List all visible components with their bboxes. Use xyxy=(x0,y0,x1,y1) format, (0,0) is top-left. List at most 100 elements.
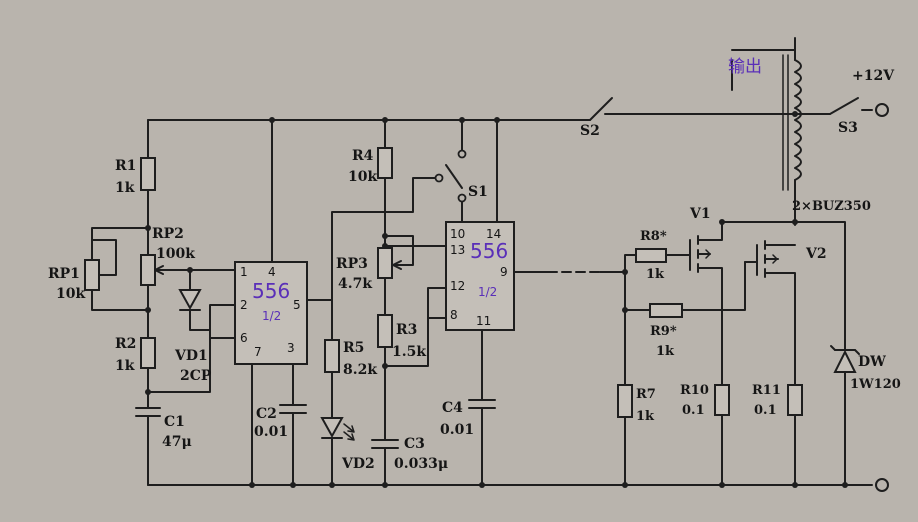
ic1-pin: 3 xyxy=(287,341,295,355)
c1-value: 47μ xyxy=(162,434,192,450)
s2-label: S2 xyxy=(580,123,600,139)
c3-value: 0.033μ xyxy=(394,456,448,472)
diode-vd1: VD1 2CP xyxy=(174,269,212,384)
mosfet-v1: V1 xyxy=(689,206,723,386)
resistor-r8: R8* 1k xyxy=(635,229,691,282)
capacitor-c2: C2 0.01 xyxy=(254,404,307,486)
ic2-fraction: 1/2 xyxy=(478,285,497,299)
r2-name: R2 xyxy=(115,336,136,352)
bottom-rail xyxy=(147,478,889,492)
r4-value: 10k xyxy=(348,169,377,185)
rp3-name: RP3 xyxy=(336,256,368,272)
potentiometer-rp1: RP1 10k xyxy=(48,227,149,311)
r9-name: R9* xyxy=(650,324,677,339)
c2-name: C2 xyxy=(256,406,277,422)
r1-name: R1 xyxy=(115,158,136,174)
vd1-name: VD1 xyxy=(174,348,208,364)
ic1-pin: 1 xyxy=(240,265,248,279)
ic1-556: 556 1/2 1 4 2 5 6 7 3 xyxy=(234,119,333,486)
rp1-value: 10k xyxy=(56,286,85,302)
c2-value: 0.01 xyxy=(254,424,288,440)
vd2-name: VD2 xyxy=(341,456,375,472)
output-coil: 输出 xyxy=(728,37,802,226)
ic2-pin: 10 xyxy=(450,227,465,241)
s1-label: S1 xyxy=(468,184,488,200)
junction-dots xyxy=(145,111,848,488)
resistor-r2: R2 1k xyxy=(115,336,156,409)
potentiometer-rp2: RP2 100k xyxy=(140,226,236,339)
r4-name: R4 xyxy=(352,148,374,164)
vd1-value: 2CP xyxy=(180,368,212,384)
r10-value: 0.1 xyxy=(682,403,705,418)
ic1-name: 556 xyxy=(252,279,290,303)
drain-bus xyxy=(721,221,846,341)
r1-value: 1k xyxy=(115,180,135,196)
resistor-r11: R11 0.1 xyxy=(752,383,803,486)
rp2-name: RP2 xyxy=(152,226,184,242)
r10-name: R10 xyxy=(680,383,709,398)
r11-name: R11 xyxy=(752,383,781,398)
ic2-name: 556 xyxy=(470,239,508,263)
capacitor-c1: C1 47μ xyxy=(135,407,192,486)
v1-label: V1 xyxy=(689,206,711,222)
ic1-pin: 6 xyxy=(240,331,248,345)
ic1-pin: 7 xyxy=(254,345,262,359)
rp1-name: RP1 xyxy=(48,266,80,282)
r8-name: R8* xyxy=(640,229,667,244)
wire-pin2 xyxy=(209,304,236,339)
ic2-pin: 12 xyxy=(450,279,465,293)
r11-value: 0.1 xyxy=(754,403,777,418)
potentiometer-rp3: RP3 4.7k xyxy=(336,235,414,316)
r5-value: 8.2k xyxy=(343,362,377,378)
r7-value: 1k xyxy=(636,409,655,424)
resistor-r5: R5 8.2k xyxy=(324,339,377,419)
wire-pin6 xyxy=(147,337,236,393)
ic2-pin: 11 xyxy=(476,314,491,328)
r3-name: R3 xyxy=(396,322,417,338)
resistor-r4: R4 10k xyxy=(348,119,393,249)
r2-value: 1k xyxy=(115,358,135,374)
ic1-fraction: 1/2 xyxy=(262,309,281,323)
led-vd2: VD2 xyxy=(320,417,375,486)
capacitor-c3: C3 0.033μ xyxy=(371,436,448,486)
rp2-value: 100k xyxy=(156,246,195,262)
mosfet-v2: V2 xyxy=(744,240,827,386)
switch-s3: S3 +12V xyxy=(799,68,895,136)
resistor-r7: R7 1k xyxy=(617,309,656,486)
ic1-pin: 2 xyxy=(240,298,248,312)
switch-s2: S2 xyxy=(580,97,613,139)
r3-value: 1.5k xyxy=(392,344,426,360)
ic2-pin: 13 xyxy=(450,243,465,257)
ic2-556: 556 1/2 10 14 13 9 12 8 11 xyxy=(384,119,515,401)
resistor-r1: R1 1k xyxy=(115,119,156,256)
c4-value: 0.01 xyxy=(440,422,474,438)
s3-label: S3 xyxy=(838,120,858,136)
r7-name: R7 xyxy=(636,387,656,402)
c1-name: C1 xyxy=(164,414,185,430)
v2-label: V2 xyxy=(805,246,827,262)
ic2-pin: 9 xyxy=(500,265,508,279)
c3-name: C3 xyxy=(404,436,425,452)
mosfet-type-label: 2×BUZ350 xyxy=(792,199,871,214)
supply-label: +12V xyxy=(852,68,895,84)
resistor-r9: R9* 1k xyxy=(649,261,746,359)
resistor-r3: R3 1.5k xyxy=(377,287,447,441)
wire-pin9-out xyxy=(513,254,651,311)
dw-name: DW xyxy=(858,354,886,370)
ic1-pin: 5 xyxy=(293,298,301,312)
r8-value: 1k xyxy=(646,267,665,282)
ic1-pin: 4 xyxy=(268,265,276,279)
r5-name: R5 xyxy=(343,340,364,356)
resistor-r10: R10 0.1 xyxy=(680,383,730,486)
rp3-value: 4.7k xyxy=(338,276,372,292)
dw-value: 1W120 xyxy=(850,377,901,392)
ic2-pin: 14 xyxy=(486,227,501,241)
zener-dw: DW 1W120 xyxy=(830,339,901,486)
r9-value: 1k xyxy=(656,344,675,359)
output-label: 输出 xyxy=(728,57,762,77)
switch-s1: S1 xyxy=(331,119,488,301)
c4-name: C4 xyxy=(442,400,463,416)
ic2-pin: 8 xyxy=(450,308,458,322)
